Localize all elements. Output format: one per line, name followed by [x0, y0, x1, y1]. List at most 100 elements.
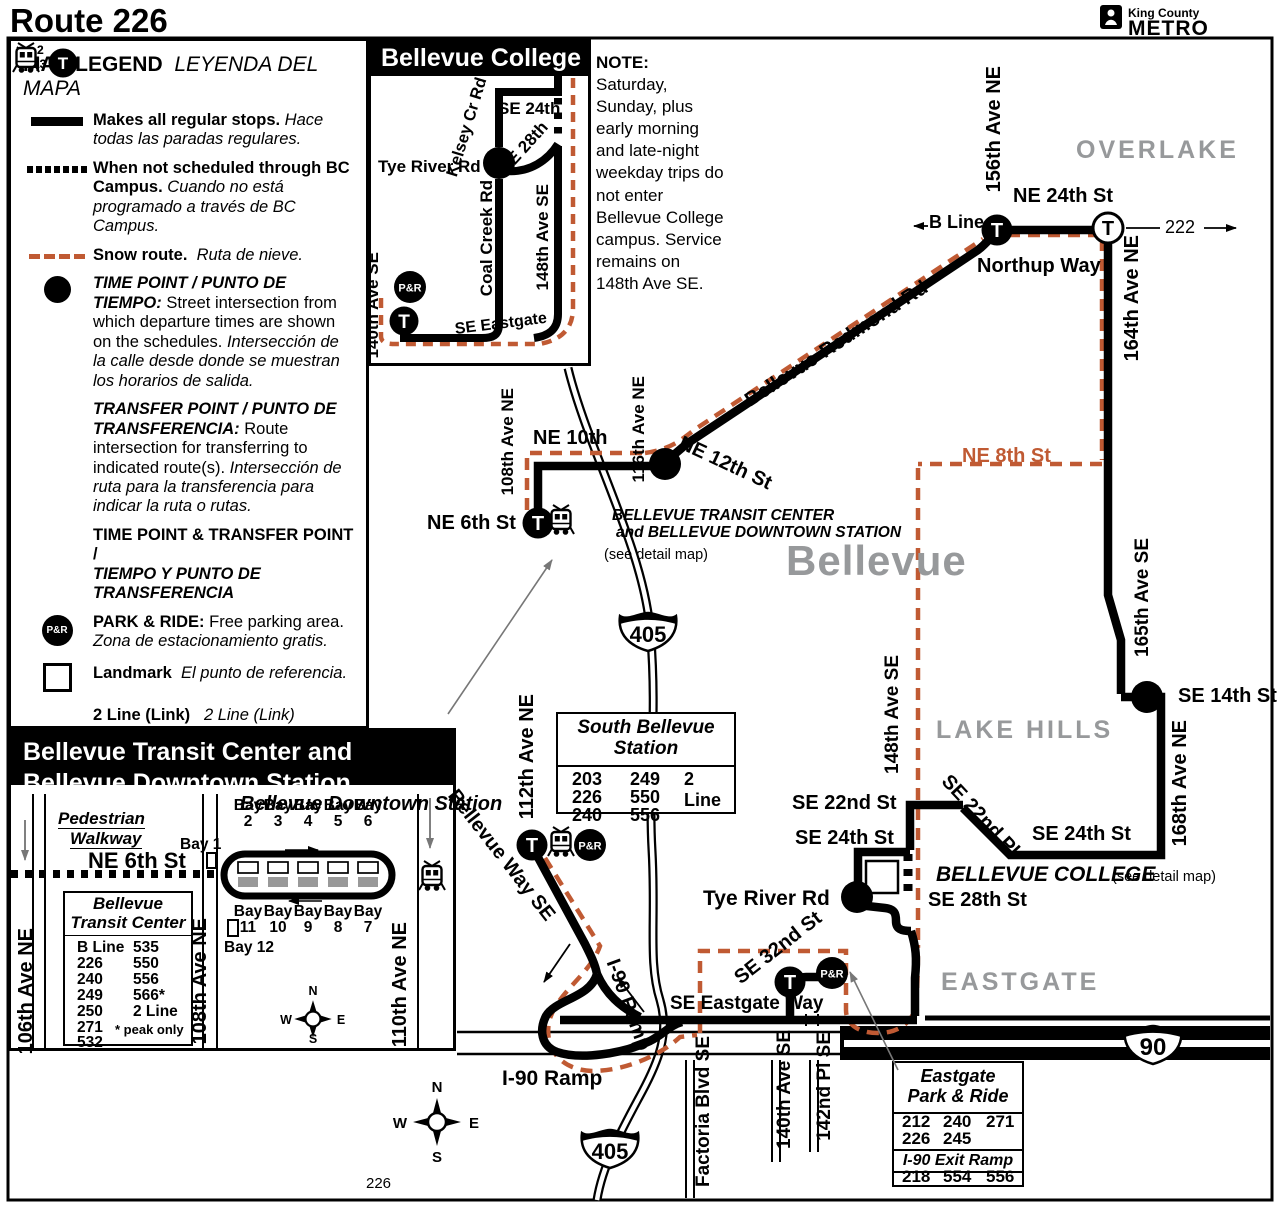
t-glyph: T: [532, 513, 544, 535]
street-se-24th-st-west: SE 24th St: [795, 827, 894, 849]
street-ne-6th-st: NE 6th St: [427, 512, 516, 534]
route-number: 2 Line: [684, 769, 722, 810]
box-title2: Transit Center: [70, 912, 186, 932]
compass-n: N: [432, 1079, 443, 1096]
legend-body: Free parking area.: [209, 612, 344, 631]
area-lake-hills: LAKE HILLS: [936, 716, 1114, 744]
box-title2: Park & Ride: [907, 1085, 1009, 1106]
detail-title: Bellevue Transit Center and Bellevue Dow…: [11, 731, 453, 797]
street-bellevue-redmond-rd: Bellevue-Redmond Rd: [741, 276, 932, 412]
inset-tye-river-rd: Tye River Rd: [378, 157, 481, 176]
legend-text: TIME POINT & TRANSFER POINT /: [93, 525, 354, 564]
legend-item-bc-campus: When not scheduled through BC Campus. Cu…: [21, 159, 356, 237]
street-165th-ave-se: 165th Ave SE: [1132, 538, 1153, 657]
note-text: Saturday, Sunday, plus early morning and…: [596, 75, 724, 293]
page-title: Route 226: [10, 2, 168, 39]
street-ne-12th-st: NE 12th St: [675, 432, 776, 495]
t-glyph: T: [1102, 218, 1114, 240]
detail-walkway-line2: Walkway: [70, 829, 142, 849]
route-226-line: [530, 225, 1166, 1060]
route-222-label: 222: [1165, 217, 1196, 237]
legend-text: TRANSFER POINT / PUNTO DE TRANSFERENCIA:: [93, 400, 337, 438]
btc-callout-sub: (see detail map): [604, 547, 708, 563]
pr-glyph: P&R: [578, 841, 601, 853]
legend-item-time-transfer-point: 2 13 T TIME POINT & TRANSFER POINT / TIE…: [16, 43, 356, 604]
compass-s: S: [432, 1149, 442, 1166]
compass-rose: N S W E: [393, 1079, 479, 1166]
street-tye-river-rd: Tye River Rd: [703, 887, 830, 910]
street-108th-ave-ne: 108th Ave NE: [498, 388, 517, 496]
legend-text: Snow route.: [93, 245, 188, 264]
t-glyph: T: [526, 835, 538, 857]
light-rail-icon: [546, 825, 576, 858]
legend-item-park-ride: P&R PARK & RIDE: Free parking area. Zona…: [21, 613, 356, 652]
area-bellevue: Bellevue: [786, 537, 967, 584]
street-se-28th-st: SE 28th St: [928, 889, 1027, 911]
btc-callout-line1: BELLEVUE TRANSIT CENTER: [612, 507, 835, 524]
street-i90-ramp: I-90 Ramp: [502, 1067, 603, 1090]
inset-title: Bellevue College: [371, 41, 588, 76]
route-number: 556: [986, 1167, 1015, 1186]
route-number: 556: [630, 805, 661, 825]
south-bellevue-station-box: South Bellevue Station 203 249 2 Line 22…: [556, 712, 736, 825]
route-number: 554: [943, 1167, 972, 1186]
detail-walkway-line1: Pedestrian: [58, 809, 145, 829]
eastgate-park-ride-box: Eastgate Park & Ride 212 240 271 226 245…: [892, 1061, 1024, 1187]
legend-title-row: MAP LEGEND LEYENDA DEL MAPA: [23, 53, 356, 101]
detail-106th-ave-ne: 106th Ave NE: [15, 928, 37, 1055]
route-number: 226: [902, 1129, 931, 1148]
street-140th-ave-se: 140th Ave SE: [774, 1030, 795, 1149]
street-142nd-pl-se: 142nd Pl SE: [814, 1032, 835, 1141]
agency-name: King County: [1128, 6, 1200, 20]
shield-90-label: 90: [1140, 1034, 1167, 1061]
t-glyph: T: [991, 220, 1003, 242]
king-county-logo-icon: [1100, 5, 1122, 29]
detail-bay1: Bay 1: [180, 836, 222, 853]
street-factoria-blvd-se: Factoria Blvd SE: [693, 1036, 714, 1187]
street-se-22nd-pl: SE 22nd Pl: [936, 770, 1024, 862]
detail-110th-ave-ne: 110th Ave NE: [389, 922, 411, 1048]
street-ne-8th-st: NE 8th St: [962, 445, 1051, 467]
detail-ne-6th-st: NE 6th St: [88, 848, 186, 873]
box-title: Bellevue: [93, 894, 163, 913]
compass-w: W: [393, 1115, 408, 1132]
legend-text-es: El punto de referencia.: [181, 663, 348, 682]
street-112th-ave-ne: 112th Ave NE: [516, 694, 538, 820]
legend-text: Makes all regular stops.: [93, 111, 281, 129]
legend-item-time-point: TIME POINT / PUNTO DE TIEMPO: Street int…: [21, 274, 356, 391]
b-line-label: B Line: [929, 212, 985, 232]
walkway-word: Pedestrian: [58, 809, 145, 829]
area-overlake: OVERLAKE: [1076, 136, 1239, 164]
time-point-icon: [43, 276, 71, 304]
route-number: 240: [572, 805, 603, 825]
college-callout-sub: (see detail map): [1112, 869, 1216, 885]
legend-text-es: Ruta de nieve.: [196, 245, 303, 264]
legend-text: 2 Line (Link): [93, 705, 191, 724]
route-number: 2 Line: [133, 1003, 178, 1020]
map-legend: MAP LEGEND LEYENDA DEL MAPA Makes all re…: [8, 38, 369, 729]
legend-item-transfer-point: 2 13 T TRANSFER POINT / PUNTO DE TRANSFE…: [16, 43, 356, 517]
route-number: 245: [943, 1129, 972, 1148]
inset-140th-ave-se: 140th Ave SE: [363, 252, 382, 359]
detail-title-line1: Bellevue Transit Center and: [23, 738, 353, 766]
legend-title: MAP LEGEND: [23, 53, 163, 76]
legend-item-snow-route: Snow route. Ruta de nieve.: [21, 246, 356, 265]
i90-freeway: [457, 1015, 1270, 1060]
agency-metro: METRO: [1128, 17, 1209, 40]
street-164th-ave-ne: 164th Ave NE: [1121, 235, 1143, 362]
route-number: 271: [986, 1112, 1015, 1131]
inset-148th-ave-se: 148th Ave SE: [533, 184, 552, 291]
street-168th-ave-ne: 168th Ave NE: [1169, 720, 1191, 847]
legend-text-es: 2 Line (Link): [203, 705, 295, 724]
street-se-32nd-st: SE 32nd St: [730, 907, 827, 989]
street-ne-10th: NE 10th: [533, 427, 608, 449]
street-i90-ramp-diag: I-90 Ramp: [601, 956, 656, 1054]
street-116th-ave-ne: 116th Ave NE: [629, 376, 648, 483]
street-se-22nd-st: SE 22nd St: [792, 792, 897, 814]
legend-text: PARK & RIDE:: [93, 612, 205, 631]
t-glyph: T: [784, 972, 796, 994]
street-se-14th-st: SE 14th St: [1178, 685, 1277, 707]
landmark-icon: [42, 662, 72, 692]
